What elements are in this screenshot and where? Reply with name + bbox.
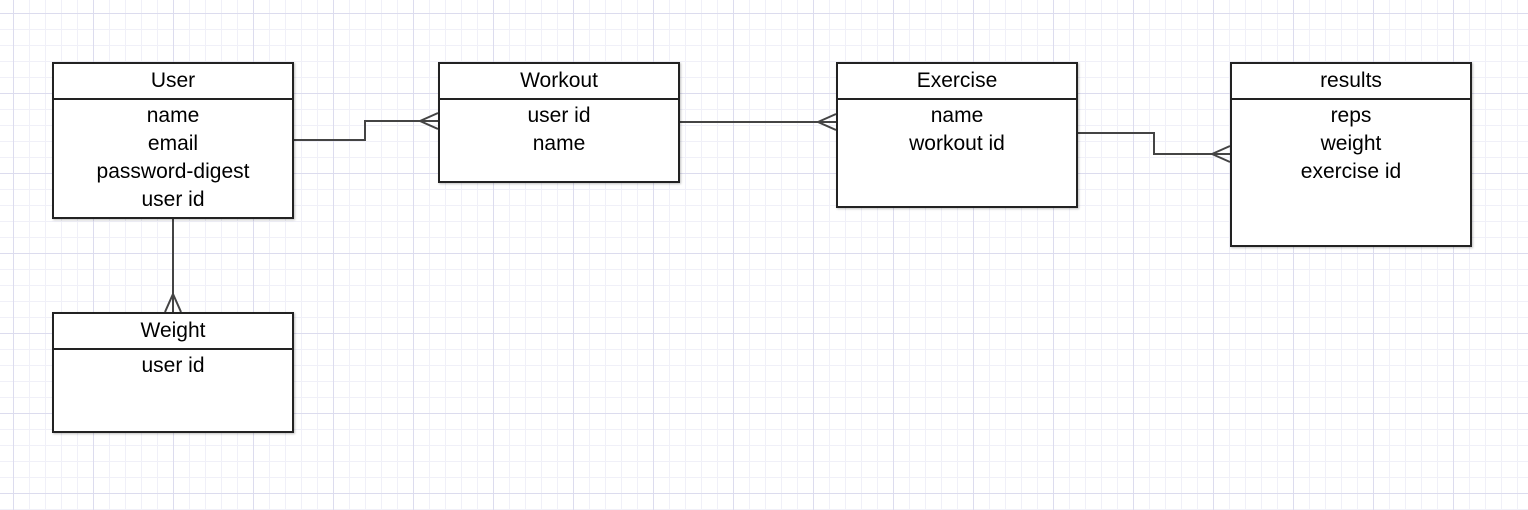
entity-exercise-fields: name workout id: [838, 100, 1076, 158]
entity-field: password-digest: [96, 160, 250, 183]
crowfoot-exercise-icon: [817, 113, 837, 131]
entity-field: user id: [527, 104, 591, 127]
relationship-user-workout[interactable]: [294, 120, 438, 141]
entity-results-title: results: [1232, 64, 1470, 100]
entity-weight[interactable]: Weight user id: [52, 312, 294, 433]
entity-field: name: [146, 104, 200, 127]
entity-workout[interactable]: Workout user id name: [438, 62, 680, 183]
entity-results-fields: reps weight exercise id: [1232, 100, 1470, 186]
entity-field: workout id: [909, 132, 1005, 155]
entity-exercise[interactable]: Exercise name workout id: [836, 62, 1078, 208]
crowfoot-weight-icon: [164, 293, 182, 313]
entity-field: exercise id: [1300, 160, 1402, 183]
entity-field: name: [532, 132, 586, 155]
entity-workout-title: Workout: [440, 64, 678, 100]
entity-user-title: User: [54, 64, 292, 100]
crowfoot-results-icon: [1211, 145, 1231, 163]
entity-user[interactable]: User name email password-digest user id: [52, 62, 294, 219]
relationship-exercise-results[interactable]: [1078, 132, 1230, 155]
entity-field: weight: [1320, 132, 1382, 155]
entity-field: email: [147, 132, 199, 155]
entity-field: user id: [141, 354, 205, 377]
entity-user-fields: name email password-digest user id: [54, 100, 292, 214]
crowfoot-workout-icon: [419, 112, 439, 130]
entity-field: reps: [1330, 104, 1372, 127]
entity-field: user id: [141, 188, 205, 211]
entity-weight-fields: user id: [54, 350, 292, 380]
entity-workout-fields: user id name: [440, 100, 678, 158]
entity-weight-title: Weight: [54, 314, 292, 350]
entity-field: name: [930, 104, 984, 127]
entity-results[interactable]: results reps weight exercise id: [1230, 62, 1472, 247]
entity-exercise-title: Exercise: [838, 64, 1076, 100]
